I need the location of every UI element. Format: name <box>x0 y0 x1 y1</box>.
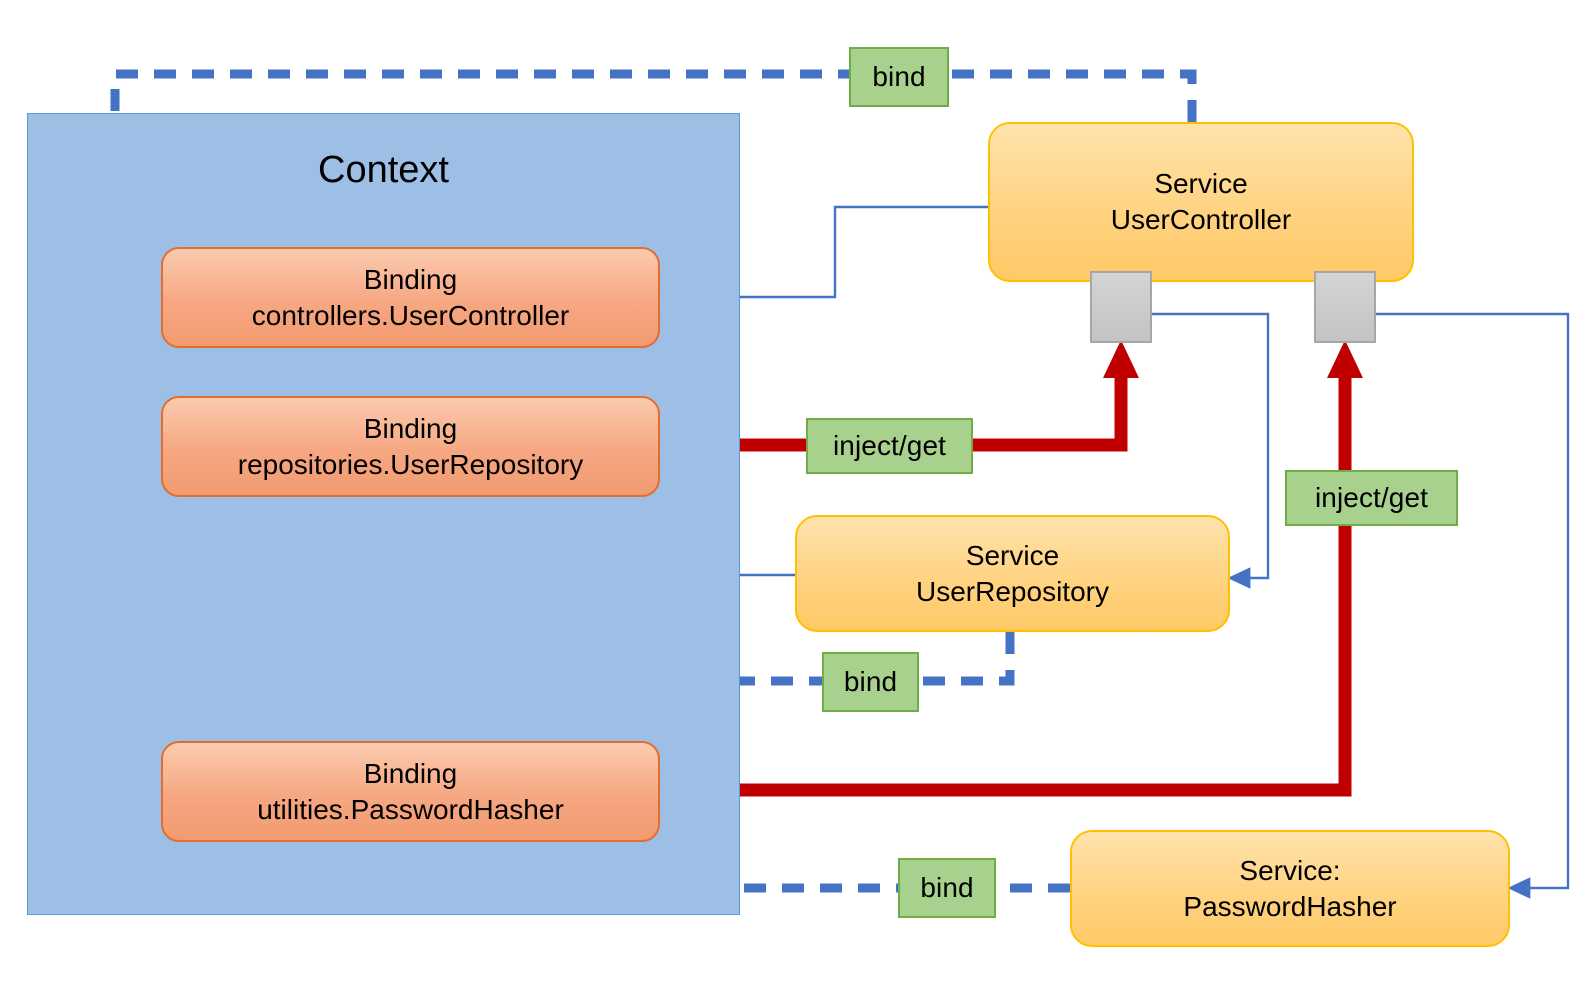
service-usercontroller-line2: UserController <box>1110 204 1292 235</box>
service-usercontroller-line1: Service <box>1154 168 1248 200</box>
context-title: Context <box>318 149 449 191</box>
service-passwordhasher-line2: PasswordHasher <box>1183 890 1397 922</box>
edge-label-inject-repository-text: inject/get <box>832 430 947 461</box>
ref-line-port-a-to-userrepository <box>1152 312 1270 589</box>
service-passwordhasher[interactable]: Service: PasswordHasher <box>1070 830 1510 947</box>
ref-line-controller <box>660 205 988 299</box>
edge-label-inject-hasher: inject/get <box>1285 470 1458 526</box>
service-userrepository-line1: Service <box>965 539 1060 571</box>
service-userrepository-line2: UserRepository <box>916 575 1109 607</box>
service-passwordhasher-line1: Service: <box>1239 854 1341 886</box>
binding-utilities-passwordhasher[interactable]: Binding utilities.PasswordHasher <box>161 741 660 842</box>
binding-repositories-userrepository[interactable]: Binding repositories.UserRepository <box>161 396 660 497</box>
binding-utilities-passwordhasher-line1: Binding <box>363 757 458 789</box>
service-userrepository[interactable]: Service UserRepository <box>795 515 1230 632</box>
binding-repositories-userrepository-line2: repositories.UserRepository <box>237 448 584 480</box>
edge-label-inject-hasher-text: inject/get <box>1314 482 1429 513</box>
edge-label-bind-repository: bind <box>822 652 919 712</box>
port-usercontroller-passwordhasher[interactable] <box>1314 271 1376 343</box>
edge-label-bind-hasher: bind <box>898 858 996 918</box>
port-usercontroller-repository[interactable] <box>1090 271 1152 343</box>
edge-label-bind-repository-text: bind <box>843 666 898 697</box>
binding-controllers-usercontroller[interactable]: Binding controllers.UserController <box>161 247 660 348</box>
binding-controllers-usercontroller-line2: controllers.UserController <box>251 299 570 331</box>
service-usercontroller[interactable]: Service UserController <box>988 122 1414 282</box>
edge-label-bind-controller-text: bind <box>872 61 926 92</box>
binding-controllers-usercontroller-line1: Binding <box>363 263 458 295</box>
binding-repositories-userrepository-line1: Binding <box>363 412 458 444</box>
ref-line-port-b-to-passwordhasher <box>1376 312 1570 899</box>
edge-label-inject-repository: inject/get <box>806 418 973 474</box>
edge-label-bind-hasher-text: bind <box>920 872 974 903</box>
edge-label-bind-controller: bind <box>849 47 949 107</box>
binding-utilities-passwordhasher-line2: utilities.PasswordHasher <box>257 793 564 825</box>
